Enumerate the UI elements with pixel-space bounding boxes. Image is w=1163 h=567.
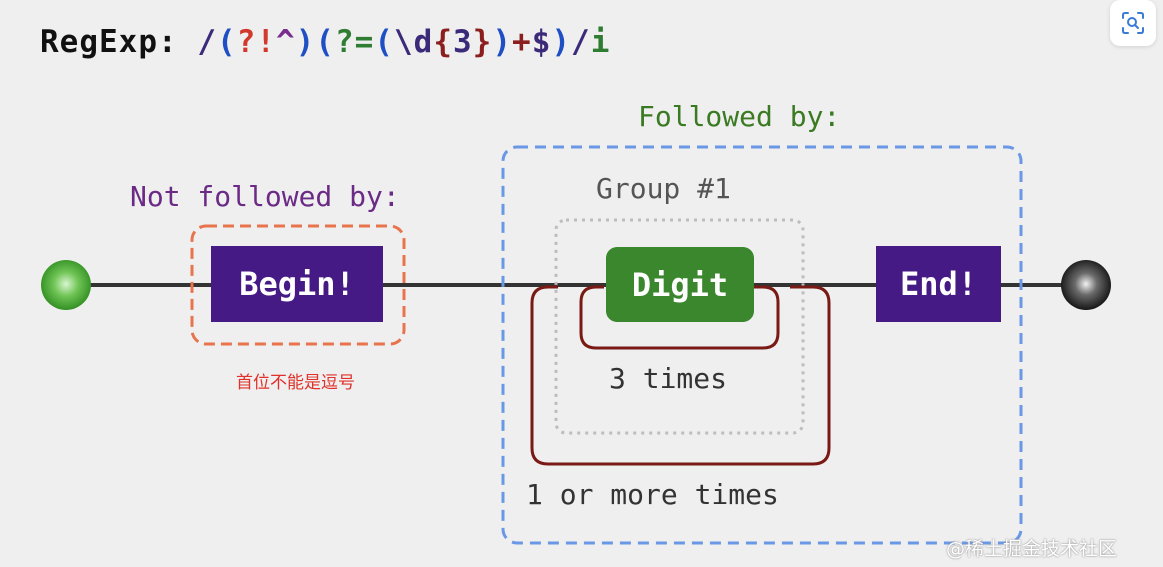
begin-node: Begin! bbox=[211, 246, 383, 322]
lookahead-container bbox=[501, 145, 1023, 545]
title-token: i bbox=[590, 24, 611, 60]
title-token: ?= bbox=[335, 24, 375, 60]
watermark: @稀土掘金技术社区 bbox=[946, 538, 1118, 560]
end-node: End! bbox=[876, 246, 1001, 322]
title-pattern: /(?!^)(?=(\d{3})+$)/i bbox=[197, 24, 610, 60]
title-token: \d bbox=[394, 24, 434, 60]
title-token: / bbox=[571, 24, 591, 60]
title-token: ( bbox=[374, 24, 394, 60]
title-token: + bbox=[512, 24, 532, 60]
title-token: ?! bbox=[236, 24, 276, 60]
one-or-more-label: 1 or more times bbox=[526, 478, 779, 511]
title-token: $ bbox=[531, 24, 552, 60]
scan-button[interactable] bbox=[1110, 0, 1156, 46]
title-token: ) bbox=[551, 24, 572, 60]
title-token: } bbox=[472, 24, 493, 60]
title-prefix: RegExp: bbox=[40, 24, 198, 60]
title-token: ( bbox=[216, 24, 237, 60]
regexp-title: RegExp: /(?!^)(?=(\d{3})+$)/i bbox=[40, 24, 610, 60]
title-token: ^ bbox=[275, 24, 296, 60]
not-followed-by-label: Not followed by: bbox=[130, 180, 400, 213]
title-token: ) bbox=[492, 24, 513, 60]
group-container bbox=[554, 218, 805, 435]
loop-three-times bbox=[579, 285, 780, 350]
end-node-icon bbox=[1061, 260, 1111, 310]
loop-one-or-more bbox=[530, 285, 831, 466]
title-token: { bbox=[433, 24, 453, 60]
three-times-label: 3 times bbox=[609, 362, 728, 395]
followed-by-label: Followed by: bbox=[638, 100, 841, 133]
annotation-note: 首位不能是逗号 bbox=[236, 373, 355, 393]
digit-node: Digit bbox=[606, 247, 754, 322]
title-token: / bbox=[197, 24, 217, 60]
start-node-icon bbox=[41, 260, 91, 310]
negative-lookahead-container bbox=[190, 224, 406, 346]
title-token: ) bbox=[295, 24, 316, 60]
scan-icon bbox=[1122, 12, 1144, 34]
title-token: 3 bbox=[453, 24, 473, 60]
group-label: Group #1 bbox=[596, 172, 731, 205]
title-token: ( bbox=[315, 24, 335, 60]
